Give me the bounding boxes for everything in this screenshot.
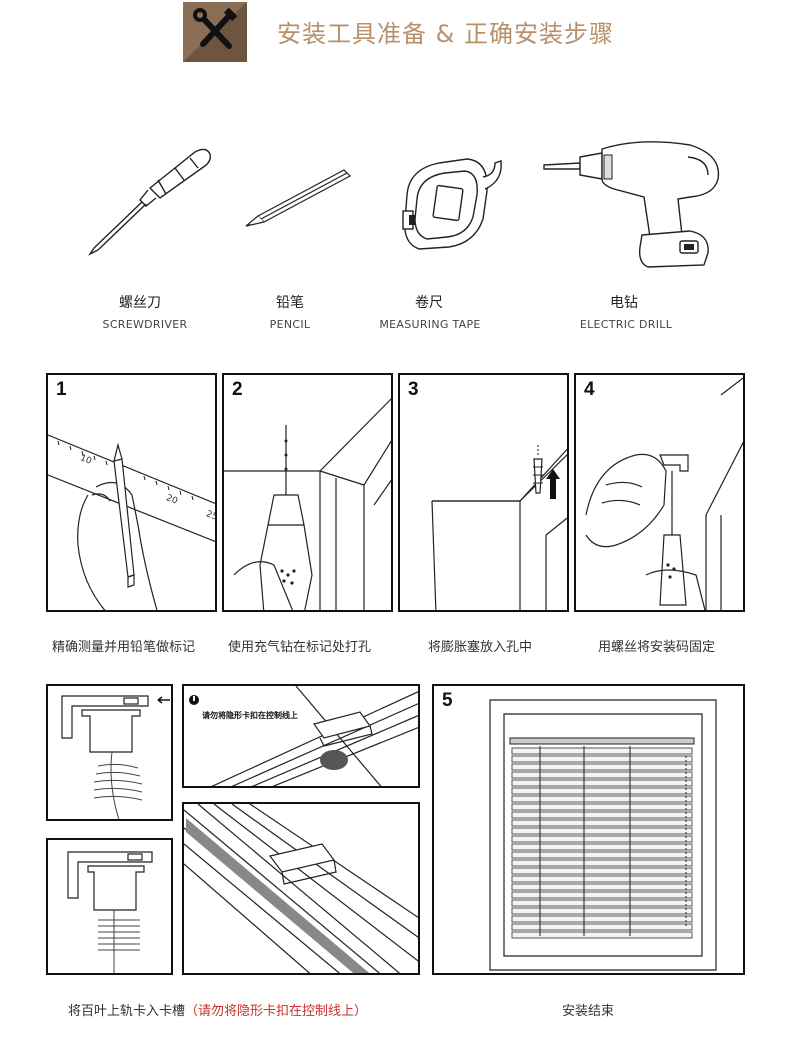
blind-slat (511, 795, 693, 803)
step-3-number: 3 (408, 379, 419, 400)
blind-slat (511, 907, 693, 915)
page-title: 安装工具准备 & 正确安装步骤 (277, 20, 614, 48)
blind-slat (511, 875, 693, 883)
step-3-caption: 将膨胀塞放入孔中 (428, 640, 533, 655)
blind-slat (511, 923, 693, 931)
blind-slat (511, 915, 693, 923)
step-5-number: 5 (442, 690, 453, 711)
blind-slat (511, 859, 693, 867)
step-4-caption: 用螺丝将安装码固定 (598, 640, 716, 655)
blind-slat (511, 899, 693, 907)
step-5-panel: 5 (432, 684, 745, 975)
blind-slat (511, 835, 693, 843)
rail-caption: 将百叶上轨卡入卡槽（请勿将隐形卡扣在控制线上） (68, 1000, 367, 1019)
blind-slat (511, 803, 693, 811)
pencil-icon (240, 160, 356, 230)
step-3-panel: 3 (398, 373, 569, 612)
tool-label-pencil-cn: 铅笔 (276, 295, 304, 311)
blind-slat (511, 787, 693, 795)
blind-slat (511, 747, 693, 755)
tool-label-drill-en: ELECTRIC DRILL (579, 318, 673, 331)
blind-slat (511, 891, 693, 899)
blind-slat (511, 827, 693, 835)
rail-clip-detail-panel (182, 802, 420, 975)
rail-bracket-panel-bottom (46, 838, 173, 975)
electric-drill-icon (540, 135, 725, 270)
tools-icon (183, 2, 247, 62)
rail-bracket-panel-top (46, 684, 173, 821)
rail-caption-main: 将百叶上轨卡入卡槽 (68, 1004, 186, 1019)
blind-slat (511, 779, 693, 787)
blind-slat (511, 851, 693, 859)
tool-label-tape-en: MEASURING TAPE (379, 318, 481, 331)
blind-slat (511, 843, 693, 851)
step-1-caption: 精确测量并用铅笔做标记 (52, 640, 196, 655)
step-2-panel: 2 (222, 373, 393, 612)
step-2-number: 2 (232, 379, 243, 400)
step-1-number: 1 (56, 379, 67, 400)
tool-label-screwdriver-en: SCREWDRIVER (102, 318, 188, 331)
step-2-caption: 使用充气钻在标记处打孔 (228, 640, 372, 655)
tool-label-tape-cn: 卷尺 (415, 295, 443, 311)
blind-slat (511, 931, 693, 939)
blind-slat (511, 755, 693, 763)
tool-label-pencil-en: PENCIL (269, 318, 311, 331)
step-4-panel: 4 (574, 373, 745, 612)
blind-slat (511, 763, 693, 771)
rail-clip-warning-panel: 请勿将隐形卡扣在控制线上 (182, 684, 420, 788)
rail-caption-warning: （请勿将隐形卡扣在控制线上） (185, 1004, 368, 1019)
blind-slat (511, 819, 693, 827)
warning-note: 请勿将隐形卡扣在控制线上 (202, 711, 298, 720)
step-4-number: 4 (584, 379, 595, 400)
screwdriver-icon (80, 140, 220, 260)
blind-slat (511, 883, 693, 891)
measuring-tape-icon (395, 155, 505, 255)
blind-slat (511, 771, 693, 779)
step-1-panel: 1 10 20 25 (46, 373, 217, 612)
tool-label-screwdriver-cn: 螺丝刀 (119, 295, 161, 311)
tool-label-drill-cn: 电钻 (610, 295, 638, 311)
blind-slat (511, 867, 693, 875)
step-5-caption: 安装结束 (562, 1004, 615, 1019)
blind-slat (511, 811, 693, 819)
